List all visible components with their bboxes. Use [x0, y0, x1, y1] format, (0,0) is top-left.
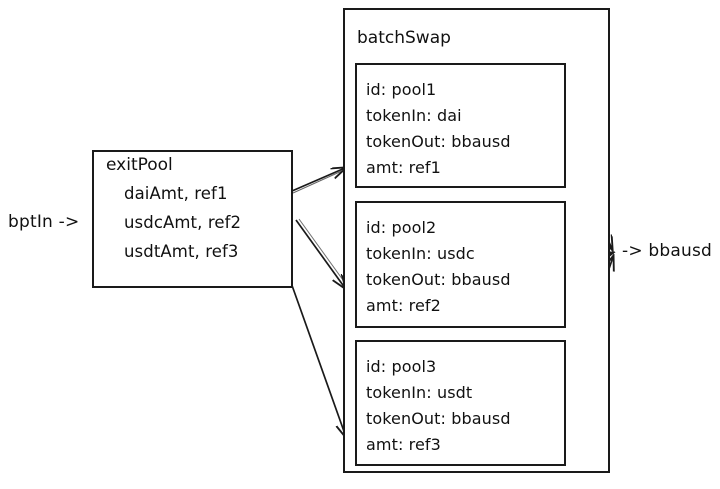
swap-box-pool3[interactable] [355, 340, 566, 466]
exit-pool-line-usdc: usdcAmt, ref2 [124, 213, 242, 232]
bbausd-output-label: -> bbausd [622, 241, 713, 261]
swap-pool2-amt: amt: ref2 [366, 296, 441, 315]
swap-pool3-token-in: tokenIn: usdt [366, 383, 473, 402]
swap-pool1-amt: amt: ref1 [366, 158, 441, 177]
swap-pool2-id: id: pool2 [366, 218, 437, 237]
swap-pool2-token-out: tokenOut: bbausd [366, 270, 511, 289]
edge-exitpool-to-pool3 [288, 276, 346, 437]
swap-pool3-amt: amt: ref3 [366, 435, 441, 454]
swap-pool1-token-in: tokenIn: dai [366, 106, 462, 125]
swap-pool2-token-in: tokenIn: usdc [366, 244, 475, 263]
exit-pool-line-dai: daiAmt, ref1 [124, 184, 228, 203]
swap-box-pool1[interactable] [355, 63, 566, 188]
exit-pool-box[interactable] [92, 150, 293, 288]
edge-exitpool-to-pool1 [291, 168, 345, 194]
bpt-input-label: bptIn -> [8, 212, 80, 232]
swap-pool3-token-out: tokenOut: bbausd [366, 409, 511, 428]
batch-swap-title: batchSwap [357, 28, 451, 48]
edge-exitpool-to-pool2 [295, 218, 349, 288]
swap-pool1-id: id: pool1 [366, 80, 437, 99]
exit-pool-title: exitPool [106, 155, 173, 175]
exit-pool-line-usdt: usdtAmt, ref3 [124, 242, 239, 261]
swap-pool1-token-out: tokenOut: bbausd [366, 132, 511, 151]
swap-pool3-id: id: pool3 [366, 357, 437, 376]
swap-box-pool2[interactable] [355, 201, 566, 328]
